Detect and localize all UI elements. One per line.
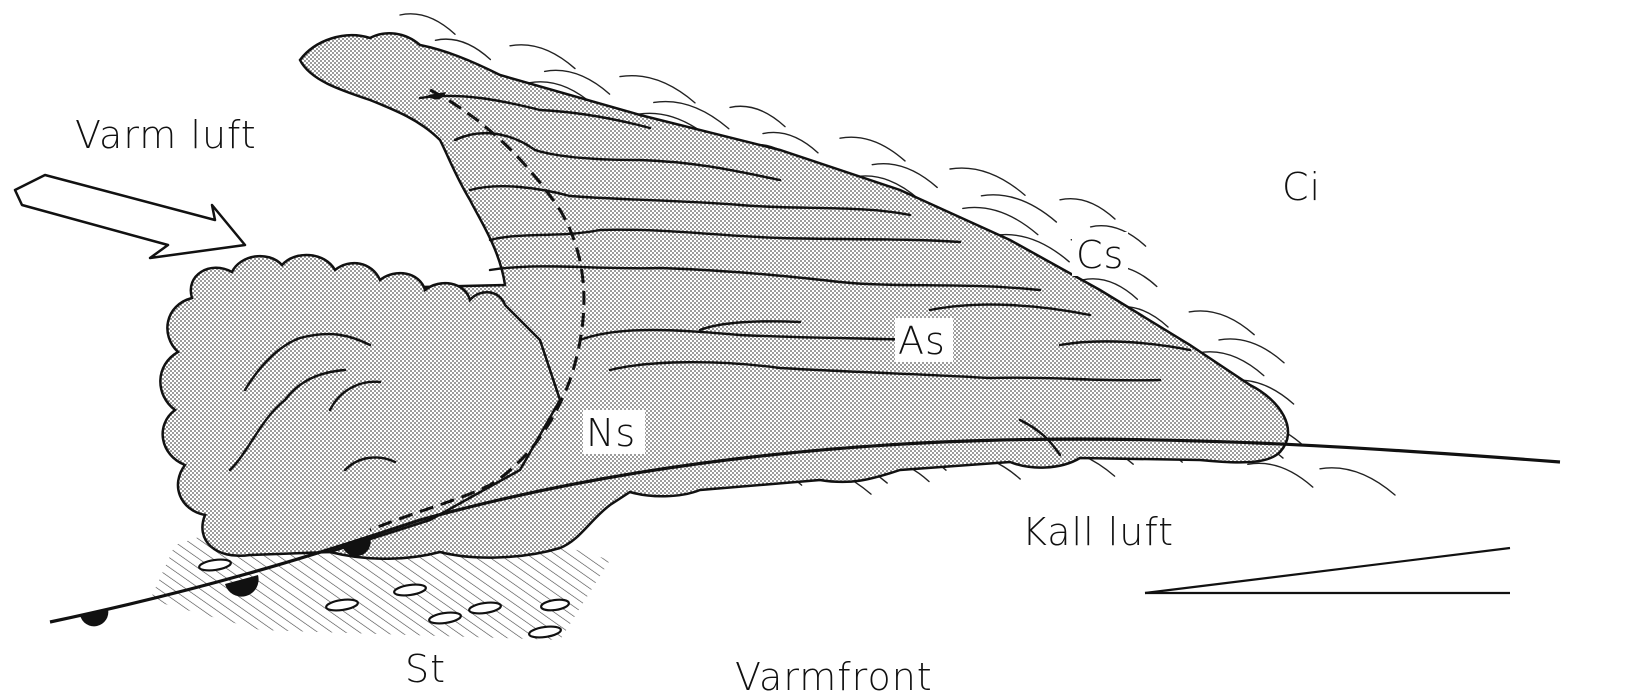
cirrus-streak xyxy=(950,168,1025,195)
cirrus-streak xyxy=(1320,468,1395,495)
cirrus-streak xyxy=(730,106,785,126)
warm-front-label: Varmfront xyxy=(735,655,933,699)
cirrus-streak xyxy=(620,76,695,103)
cirrus-streak xyxy=(981,195,1056,222)
cirrus-streak xyxy=(1248,463,1313,487)
cirrus-label: Ci xyxy=(1282,165,1321,209)
cirrostratus-label: Cs xyxy=(1076,233,1124,277)
warm-air-label: Varm luft xyxy=(75,113,257,157)
cirrus-streak xyxy=(1189,311,1254,335)
stratus-label: St xyxy=(405,647,446,691)
cirrus-streak xyxy=(1219,339,1284,363)
cirrus-streak xyxy=(400,14,455,34)
nimbostratus-label: Ns xyxy=(586,411,636,455)
cirrus-streak xyxy=(510,45,575,69)
cirrus-streak xyxy=(840,137,905,161)
slope-indicator xyxy=(1145,548,1510,593)
altostratus-label: As xyxy=(898,319,946,363)
cold-air-label: Kall luft xyxy=(1022,510,1174,554)
cirrus-streak xyxy=(1060,199,1115,219)
warm-air-arrow-icon xyxy=(15,175,245,258)
